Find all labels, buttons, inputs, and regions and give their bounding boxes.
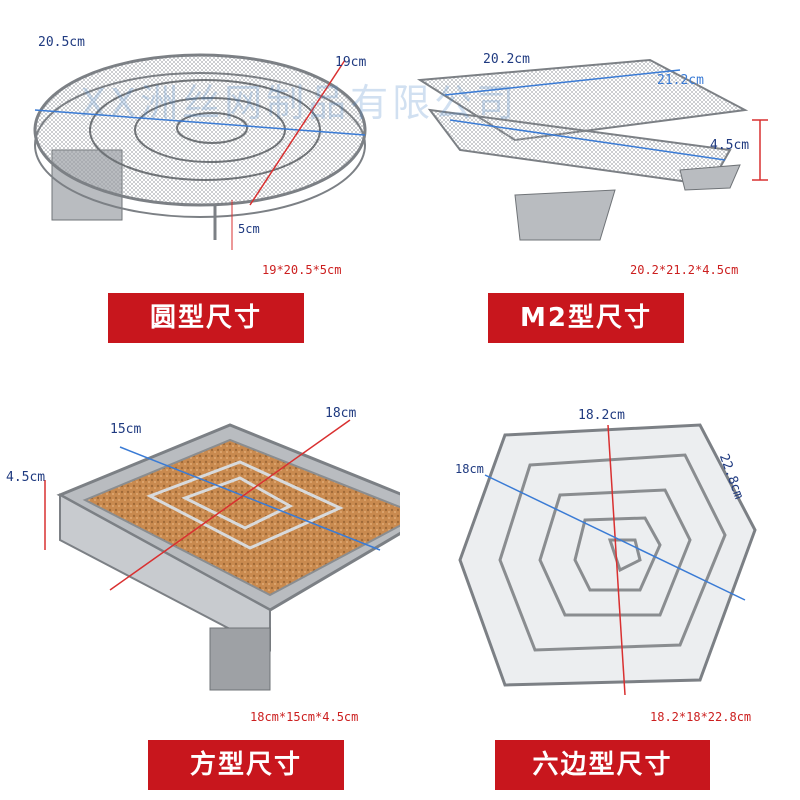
round-height-label: 5cm xyxy=(238,222,260,236)
hexagon-depth-label: 18cm xyxy=(455,462,484,476)
square-depth-label: 18cm xyxy=(325,406,357,421)
m2-size-banner: M2型尺寸 xyxy=(488,293,684,343)
m2-height-label: 4.5cm xyxy=(710,138,750,153)
square-spec-text: 18cm*15cm*4.5cm xyxy=(250,710,359,724)
hexagon-size-banner: 六边型尺寸 xyxy=(495,740,710,790)
company-watermark: XX洲丝网制品有限公司 xyxy=(80,81,519,125)
square-height-label: 4.5cm xyxy=(6,470,46,485)
round-product-panel: 20.5cm 19cm 5cm 19*20.5*5cm 圆型尺寸 xyxy=(0,0,400,400)
square-size-banner: 方型尺寸 xyxy=(148,740,344,790)
round-smoker-illustration xyxy=(33,53,367,250)
round-spec-text: 19*20.5*5cm xyxy=(262,263,342,277)
round-width-label: 20.5cm xyxy=(38,35,85,50)
m2-width-label: 20.2cm xyxy=(483,52,530,67)
round-size-banner: 圆型尺寸 xyxy=(108,293,304,343)
m2-depth-label: 21.2cm xyxy=(657,73,704,88)
m2-smoker-illustration xyxy=(416,58,768,241)
hexagon-product-panel: 18.2cm 18cm 22.8cm 18.2*18*22.8cm 六边型尺寸 xyxy=(400,400,800,800)
m2-product-panel: 20.2cm 21.2cm 4.5cm 20.2*21.2*4.5cm M2型尺… xyxy=(400,0,800,400)
m2-spec-text: 20.2*21.2*4.5cm xyxy=(630,263,739,277)
square-product-panel: 15cm 18cm 4.5cm 18cm*15cm*4.5cm 方型尺寸 xyxy=(0,400,400,800)
round-depth-label: 19cm xyxy=(335,55,367,70)
hexagon-smoker-illustration xyxy=(458,423,757,696)
hexagon-width-label: 18.2cm xyxy=(578,408,625,423)
hexagon-spec-text: 18.2*18*22.8cm xyxy=(650,710,752,724)
square-width-label: 15cm xyxy=(110,422,142,437)
square-smoker-illustration xyxy=(44,419,400,691)
